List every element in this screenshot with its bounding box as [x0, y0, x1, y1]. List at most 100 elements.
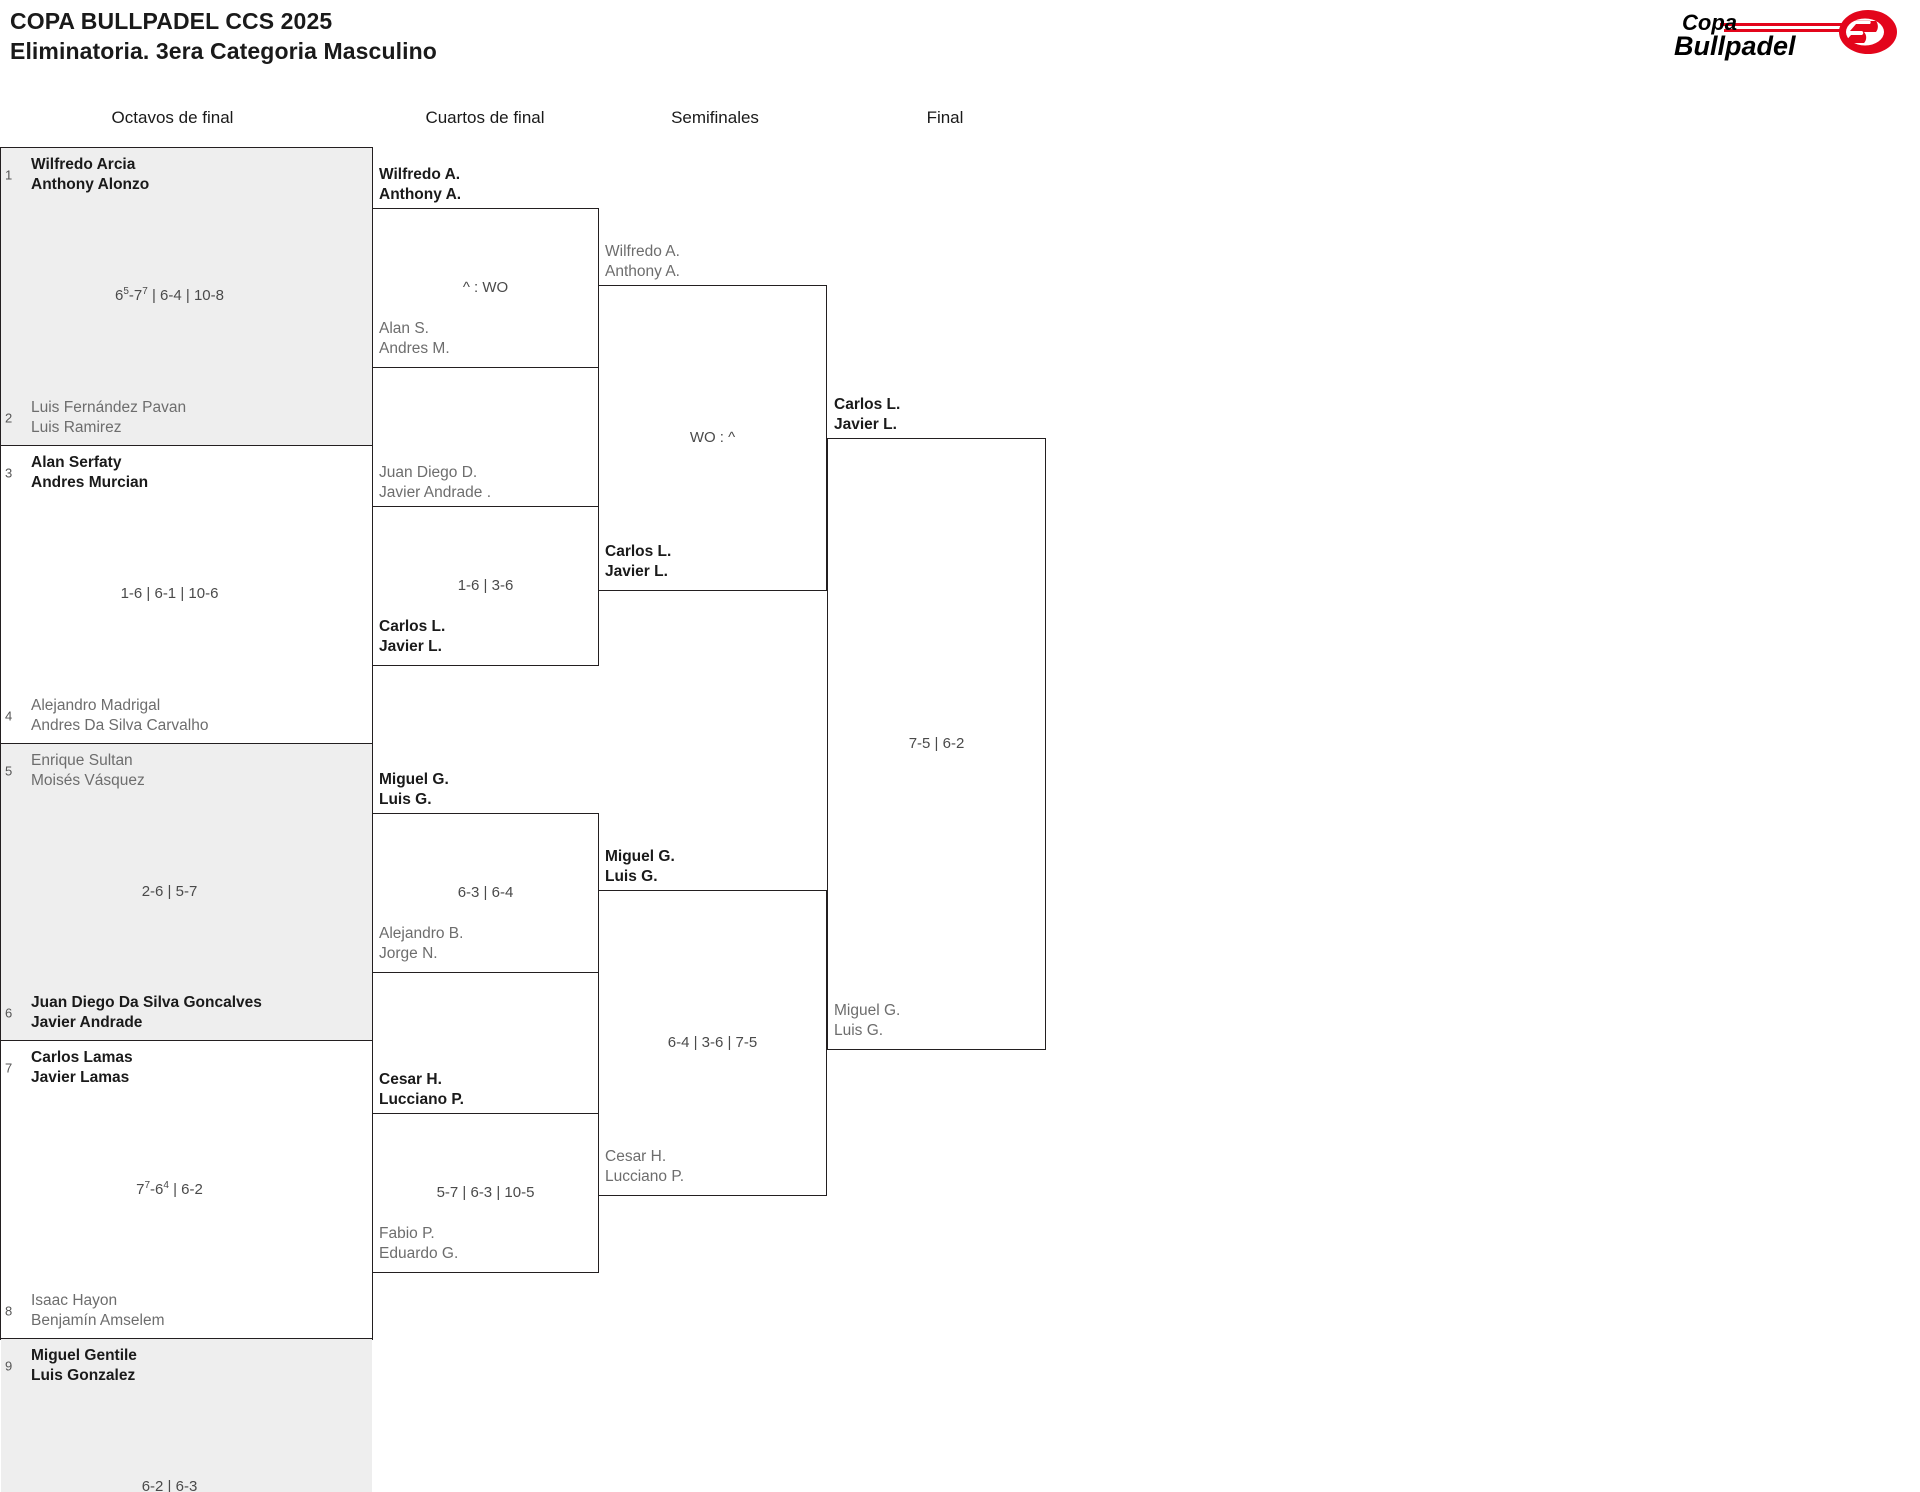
player-name: Javier L.	[605, 563, 668, 580]
logo-red-b-mark	[1839, 10, 1897, 54]
final-bottom-team: Miguel G. Luis G.	[834, 1001, 900, 1041]
player-name: Anthony A.	[379, 186, 462, 203]
r16-slot-seed-7[interactable]: 7 Carlos Lamas Javier Lamas	[1, 1048, 372, 1088]
player-name: Cesar H.	[605, 1148, 667, 1165]
sf-1-bottom-team: Carlos L. Javier L.	[605, 542, 671, 582]
r16-match-4[interactable]: 7 Carlos Lamas Javier Lamas 77-64 | 6-2 …	[1, 1041, 372, 1339]
player-name: Lucciano P.	[605, 1168, 684, 1185]
player-name: Miguel G.	[605, 848, 675, 865]
logo-red-speedlines	[1720, 23, 1848, 32]
player-name: Wilfredo Arcia	[31, 156, 136, 173]
qf-match-4[interactable]: Cesar H. Lucciano P. 5-7 | 6-3 | 10-5 Fa…	[372, 1071, 599, 1273]
player-name: Eduardo G.	[379, 1245, 459, 1262]
round-header-octavos: Octavos de final	[111, 108, 234, 127]
match-score: 1-6 | 3-6	[457, 577, 514, 594]
player-name: Luis G.	[834, 1022, 884, 1039]
player-name: Jorge N.	[379, 945, 438, 962]
match-score: ^ : WO	[462, 279, 509, 296]
sf-2-bottom-team: Cesar H. Lucciano P.	[605, 1147, 684, 1187]
r16-match-2[interactable]: 3 Alan Serfaty Andres Murcian 1-6 | 6-1 …	[1, 446, 372, 744]
player-name: Andres Da Silva Carvalho	[31, 716, 209, 734]
sf-match-2[interactable]: Miguel G. Luis G. 6-4 | 3-6 | 7-5 Cesar …	[598, 848, 827, 1196]
round-of-16-column: 1 Wilfredo Arcia Anthony Alonzo 65-77 | …	[0, 147, 373, 1492]
r16-slot-seed-4[interactable]: 4 Alejandro Madrigal Andres Da Silva Car…	[1, 696, 372, 736]
player-name: Anthony Alonzo	[31, 176, 150, 193]
qf-2-top-team: Juan Diego D. Javier Andrade .	[379, 463, 491, 503]
player-name: Fabio P.	[379, 1225, 435, 1242]
sf-match-1[interactable]: Wilfredo A. Anthony A. WO : ^ Carlos L. …	[598, 243, 827, 591]
seed-number: 9	[5, 1358, 13, 1374]
player-name: Luis Fernández Pavan	[31, 398, 187, 416]
sf-2-top-team: Miguel G. Luis G.	[605, 847, 675, 887]
qf-1-top-team: Wilfredo A. Anthony A.	[379, 165, 461, 205]
player-name: Javier L.	[379, 638, 442, 655]
r16-slot-seed-5[interactable]: 5 Enrique Sultan Moisés Vásquez	[1, 751, 372, 791]
r16-slot-seed-1[interactable]: 1 Wilfredo Arcia Anthony Alonzo	[1, 155, 372, 195]
player-name: Luis G.	[379, 791, 432, 808]
seed-number: 6	[5, 1005, 13, 1021]
player-name: Cesar H.	[379, 1071, 442, 1088]
player-name: Wilfredo A.	[605, 243, 680, 260]
player-name: Juan Diego D.	[379, 464, 478, 481]
player-name: Luis Gonzalez	[31, 1367, 136, 1384]
qf-2-bottom-team: Carlos L. Javier L.	[379, 617, 445, 657]
match-score: 6-4 | 3-6 | 7-5	[667, 1034, 758, 1051]
player-name: Carlos L.	[379, 618, 446, 635]
player-name: Andres Murcian	[31, 473, 149, 491]
match-score: 1-6 | 6-1 | 10-6	[120, 585, 219, 603]
round-header-cuartos: Cuartos de final	[425, 108, 545, 127]
qf-4-bottom-team: Fabio P. Eduardo G.	[379, 1224, 458, 1264]
player-name: Carlos L.	[605, 543, 672, 560]
player-name: Javier L.	[834, 416, 897, 433]
player-name: Anthony A.	[605, 263, 680, 280]
match-score: 5-7 | 6-3 | 10-5	[436, 1184, 535, 1201]
player-name: Benjamín Amselem	[31, 1312, 165, 1329]
match-score: 2-6 | 5-7	[141, 882, 198, 900]
r16-slot-seed-6[interactable]: 6 Juan Diego Da Silva Goncalves Javier A…	[1, 993, 372, 1033]
qf-3-top-team: Miguel G. Luis G.	[379, 770, 449, 810]
r16-match-1[interactable]: 1 Wilfredo Arcia Anthony Alonzo 65-77 | …	[1, 148, 372, 446]
r16-slot-seed-2[interactable]: 2 Luis Fernández Pavan Luis Ramirez	[1, 398, 372, 438]
seed-number: 8	[5, 1303, 13, 1319]
match-score: 65-77 | 6-4 | 10-8	[115, 286, 224, 305]
r16-slot-seed-9[interactable]: 9 Miguel Gentile Luis Gonzalez	[1, 1346, 372, 1386]
player-name: Carlos L.	[834, 396, 901, 413]
player-name: Alan Serfaty	[31, 453, 122, 471]
r16-match-3[interactable]: 5 Enrique Sultan Moisés Vásquez 2-6 | 5-…	[1, 743, 372, 1042]
final-match[interactable]: Carlos L. Javier L. 7-5 | 6-2 Miguel G. …	[827, 396, 1046, 1050]
seed-number: 7	[5, 1060, 13, 1076]
player-name: Miguel G.	[379, 771, 449, 788]
seed-number: 2	[5, 410, 13, 426]
r16-slot-seed-8[interactable]: 8 Isaac Hayon Benjamín Amselem	[1, 1291, 372, 1331]
player-name: Isaac Hayon	[31, 1292, 118, 1309]
player-name: Alejandro B.	[379, 925, 464, 942]
player-name: Miguel G.	[834, 1002, 901, 1019]
player-name: Juan Diego Da Silva Goncalves	[31, 994, 262, 1012]
player-name: Alejandro Madrigal	[31, 696, 161, 714]
qf-match-3[interactable]: Miguel G. Luis G. 6-3 | 6-4 Alejandro B.…	[372, 771, 599, 973]
logo-word-copa: Copa	[1682, 10, 1737, 35]
player-name: Luis Ramirez	[31, 418, 122, 436]
player-name: Carlos Lamas	[31, 1049, 133, 1067]
qf-match-1[interactable]: Wilfredo A. Anthony A. ^ : WO Alan S. An…	[372, 166, 599, 368]
match-score: 6-3 | 6-4	[457, 884, 514, 901]
tournament-category: Eliminatoria. 3era Categoria Masculino	[10, 38, 437, 64]
player-name: Javier Andrade .	[379, 484, 492, 501]
r16-slot-seed-3[interactable]: 3 Alan Serfaty Andres Murcian	[1, 453, 372, 493]
qf-match-2[interactable]: Juan Diego D. Javier Andrade . 1-6 | 3-6…	[372, 464, 599, 666]
seed-number: 1	[5, 167, 13, 183]
player-name: Luis G.	[605, 868, 658, 885]
match-score: 77-64 | 6-2	[136, 1179, 203, 1198]
player-name: Javier Lamas	[31, 1069, 130, 1087]
player-name: Wilfredo A.	[379, 166, 461, 183]
qf-1-bottom-team: Alan S. Andres M.	[379, 319, 450, 359]
player-name: Andres M.	[379, 340, 450, 357]
seed-number: 4	[5, 708, 13, 723]
logo-word-bullpadel: Bullpadel	[1674, 31, 1796, 61]
page-title: COPA BULLPADEL CCS 2025 Eliminatoria. 3e…	[10, 6, 437, 66]
final-top-team: Carlos L. Javier L.	[834, 395, 900, 435]
match-score: 7-5 | 6-2	[908, 735, 965, 752]
r16-match-5[interactable]: 9 Miguel Gentile Luis Gonzalez 6-2 | 6-3…	[1, 1339, 372, 1492]
player-name: Enrique Sultan	[31, 751, 133, 769]
